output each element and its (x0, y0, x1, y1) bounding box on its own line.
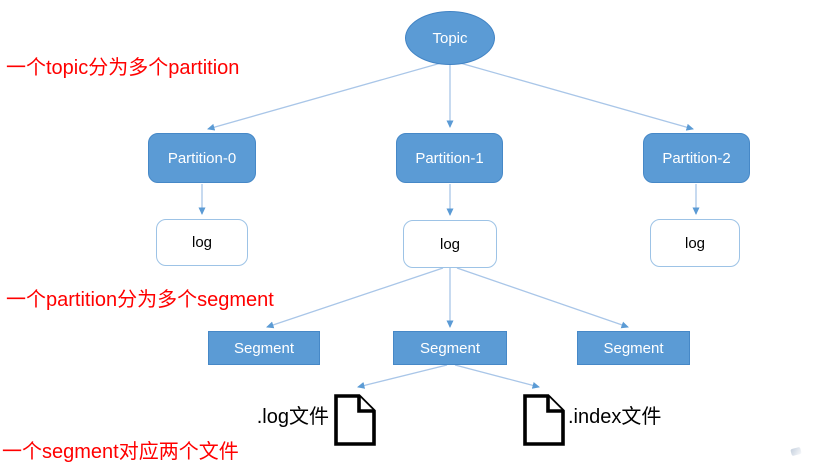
partition-1-node: Partition-1 (396, 133, 503, 183)
segment-1-label: Segment (419, 339, 481, 357)
cursor-artifact (790, 446, 802, 457)
segment-0-node: Segment (208, 331, 320, 365)
index-file-label: .index文件 (568, 406, 662, 428)
log-0-label: log (191, 234, 213, 251)
partition-0-node: Partition-0 (148, 133, 256, 183)
log-2-label: log (684, 234, 706, 252)
partition-0-label: Partition-0 (167, 149, 237, 167)
arrow-log-segment0 (266, 267, 444, 329)
log-2-node: log (650, 219, 740, 267)
segment-0-label: Segment (233, 339, 295, 357)
segment-2-label: Segment (603, 339, 664, 357)
annotation-topic-partition: 一个topic分为多个partition (6, 57, 240, 79)
arrow-log-segment2 (456, 267, 629, 329)
arrow-segment-logfile (357, 364, 448, 389)
arrow-topic-partition2 (459, 62, 694, 131)
annotation-segment-files: 一个segment对应两个文件 (2, 441, 239, 463)
log-1-node: log (403, 220, 497, 268)
segment-2-node: Segment (577, 331, 690, 365)
partition-1-label: Partition-1 (415, 149, 484, 167)
partition-2-node: Partition-2 (643, 133, 750, 183)
log-1-label: log (439, 235, 461, 253)
annotation-partition-segment: 一个partition分为多个segment (6, 289, 274, 311)
log-0-node: log (156, 219, 248, 266)
topic-node: Topic (405, 11, 495, 65)
document-icon (523, 394, 565, 446)
partition-2-label: Partition-2 (662, 149, 731, 167)
segment-1-node: Segment (393, 331, 507, 365)
log-file-label: .log文件 (256, 406, 329, 428)
topic-label: Topic (432, 29, 468, 47)
document-icon (334, 394, 376, 446)
arrow-segment-indexfile (454, 364, 540, 389)
arrow-topic-partition0 (207, 62, 442, 131)
